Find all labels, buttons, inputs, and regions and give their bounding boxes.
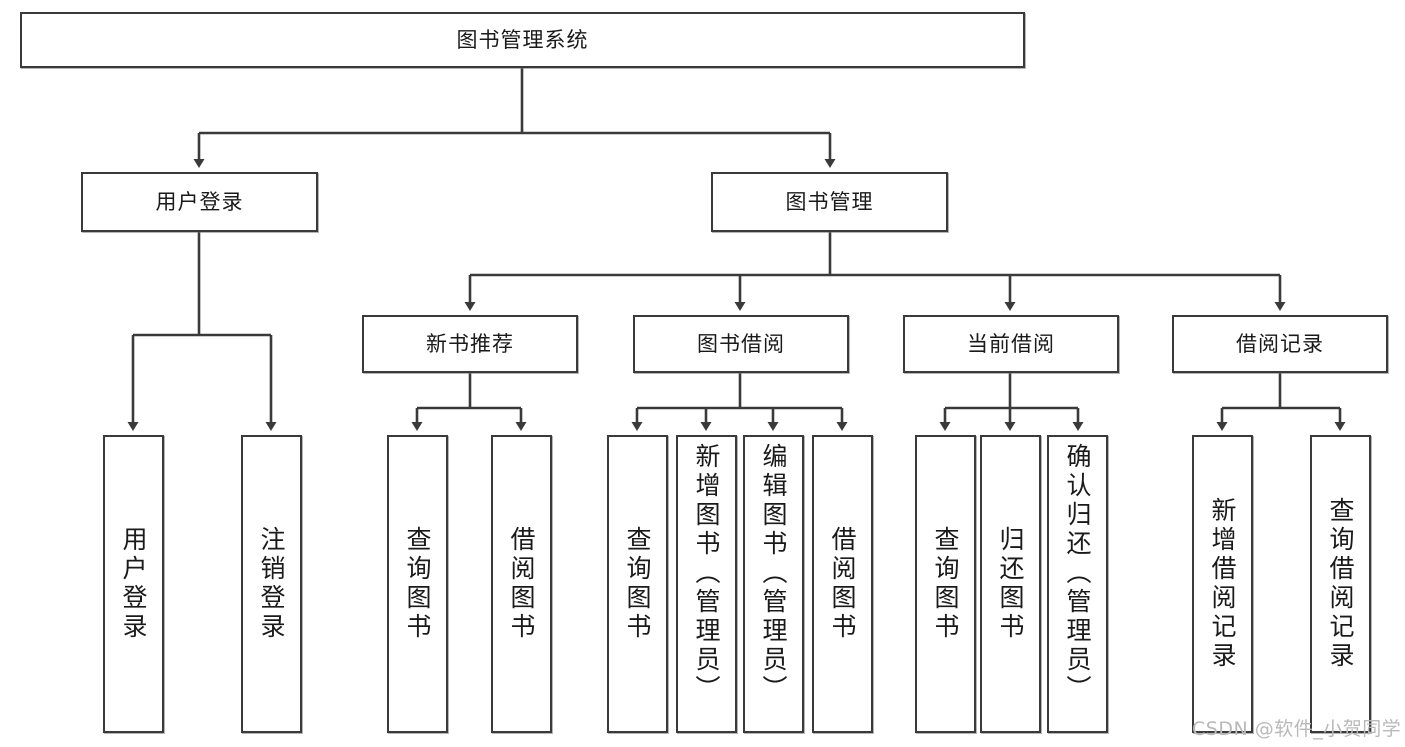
node-root-system[interactable]: 图书管理系统 <box>20 12 1025 68</box>
node-label: 当前借阅 <box>967 331 1055 356</box>
node-borrow-record[interactable]: 借阅记录 <box>1172 315 1388 373</box>
node-current-borrow[interactable]: 当前借阅 <box>903 315 1119 373</box>
leaf-borrow-query-book[interactable]: 查询图书 <box>607 435 668 733</box>
leaf-user-login-login[interactable]: 用户登录 <box>103 435 164 733</box>
node-new-book-recommend[interactable]: 新书推荐 <box>362 315 578 373</box>
node-label: 编辑图书（管理员） <box>759 443 788 704</box>
node-book-borrow[interactable]: 图书借阅 <box>633 315 849 373</box>
leaf-current-query-book[interactable]: 查询图书 <box>915 435 976 733</box>
leaf-current-confirm-return-admin[interactable]: 确认归还（管理员） <box>1047 435 1108 733</box>
node-label: 图书借阅 <box>697 331 785 356</box>
node-label: 用户登录 <box>155 189 244 214</box>
node-user-login[interactable]: 用户登录 <box>81 172 318 232</box>
watermark-credit: CSDN @软件_小贺同学 <box>1192 718 1402 740</box>
leaf-current-return-book[interactable]: 归还图书 <box>980 435 1041 733</box>
node-book-management[interactable]: 图书管理 <box>711 172 948 232</box>
leaf-record-add-record[interactable]: 新增借阅记录 <box>1192 435 1253 733</box>
node-label: 图书管理 <box>785 189 874 214</box>
leaf-borrow-add-book-admin[interactable]: 新增图书（管理员） <box>676 435 737 733</box>
node-label: 借阅记录 <box>1236 331 1324 356</box>
leaf-borrow-borrow-book[interactable]: 借阅图书 <box>812 435 873 733</box>
node-label: 新增借阅记录 <box>1208 497 1237 671</box>
leaf-user-login-logout[interactable]: 注销登录 <box>241 435 302 733</box>
node-label: 查询图书 <box>623 526 652 642</box>
node-label: 查询借阅记录 <box>1326 497 1355 671</box>
node-label: 借阅图书 <box>507 526 536 642</box>
leaf-recommend-borrow-book[interactable]: 借阅图书 <box>491 435 552 733</box>
leaf-record-query-record[interactable]: 查询借阅记录 <box>1310 435 1371 733</box>
leaf-recommend-query-book[interactable]: 查询图书 <box>387 435 448 733</box>
node-label: 确认归还（管理员） <box>1063 443 1092 704</box>
node-label: 图书管理系统 <box>456 27 589 52</box>
node-label: 借阅图书 <box>828 526 857 642</box>
node-label: 新增图书（管理员） <box>692 443 721 704</box>
node-label: 归还图书 <box>996 526 1025 642</box>
node-label: 新书推荐 <box>426 331 514 356</box>
node-label: 用户登录 <box>119 526 148 642</box>
node-label: 查询图书 <box>931 526 960 642</box>
leaf-borrow-edit-book-admin[interactable]: 编辑图书（管理员） <box>743 435 804 733</box>
node-label: 查询图书 <box>403 526 432 642</box>
node-label: 注销登录 <box>257 526 286 642</box>
